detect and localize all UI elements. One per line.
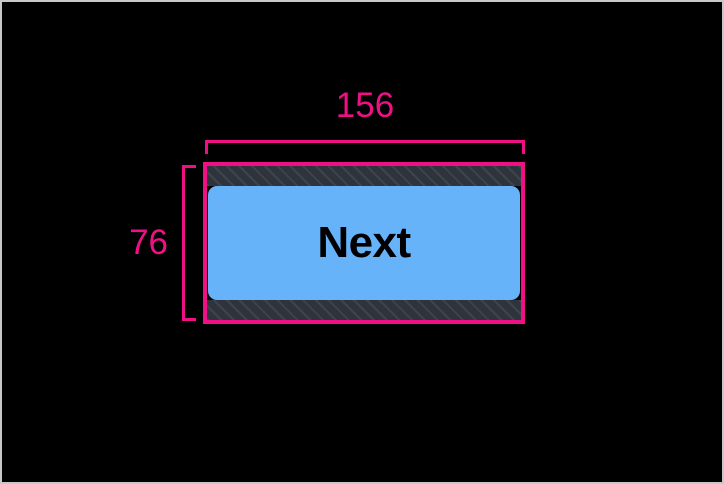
next-button[interactable]: Next	[208, 186, 520, 300]
width-dimension-bracket	[205, 140, 525, 154]
selected-element-outline[interactable]: Next	[203, 162, 525, 324]
padding-band-top	[207, 166, 521, 186]
width-dimension-label: 156	[335, 86, 395, 125]
next-button-label: Next	[317, 218, 411, 267]
element-content-stack: Next	[207, 166, 521, 320]
padding-band-bottom	[207, 300, 521, 320]
height-dimension-label: 76	[129, 223, 168, 262]
height-dimension-bracket	[182, 165, 196, 321]
